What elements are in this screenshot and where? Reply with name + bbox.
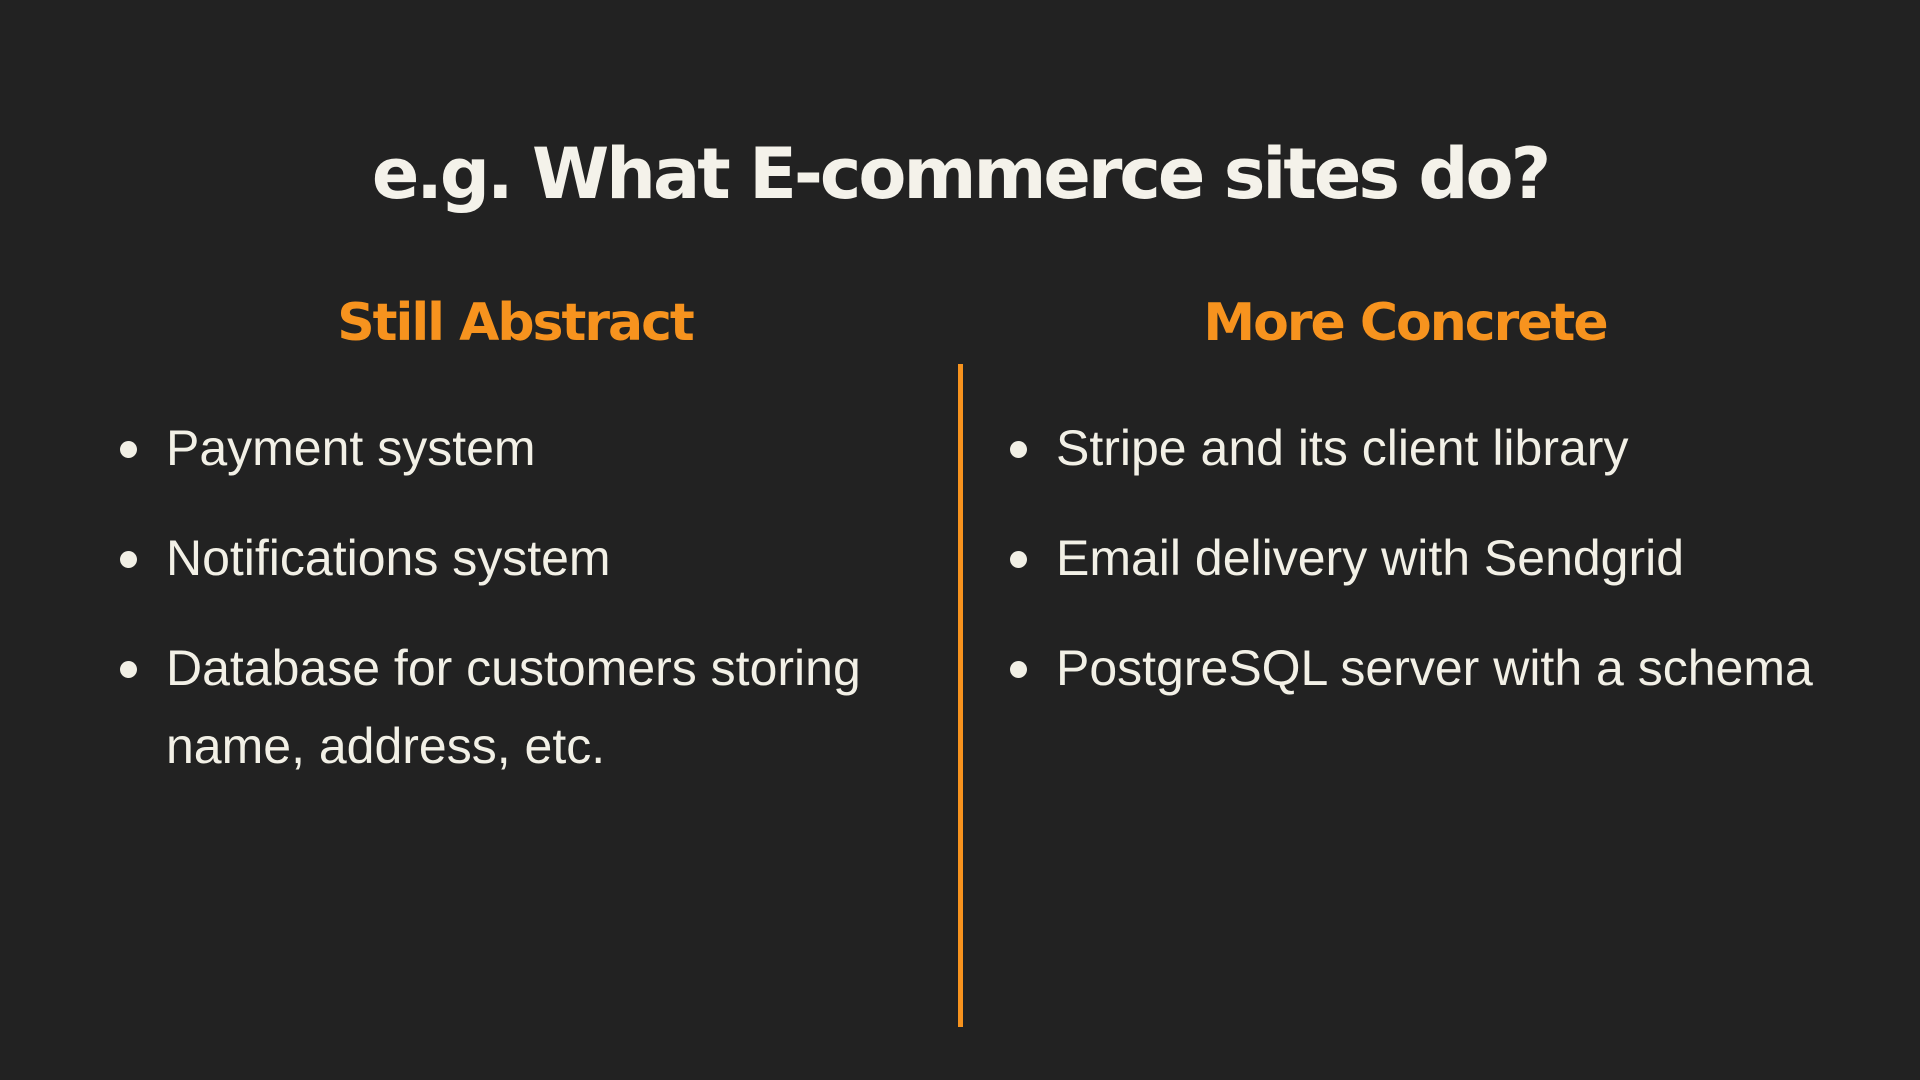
bullet-icon	[120, 661, 137, 678]
bullet-icon	[120, 441, 137, 458]
list-item: PostgreSQL server with a schema	[1008, 629, 1828, 707]
list-item-text: Payment system	[166, 420, 536, 476]
list-item: Email delivery with Sendgrid	[1008, 519, 1828, 597]
list-item: Notifications system	[118, 519, 918, 597]
bullet-icon	[1010, 551, 1027, 568]
column-divider	[958, 364, 963, 1027]
bullet-icon	[1010, 661, 1027, 678]
left-bullet-list: Payment system Notifications system Data…	[118, 409, 918, 817]
list-item-text: Stripe and its client library	[1056, 420, 1629, 476]
right-bullet-list: Stripe and its client library Email deli…	[1008, 409, 1828, 739]
list-item-text: Notifications system	[166, 530, 611, 586]
list-item: Database for customers storing name, add…	[118, 629, 918, 785]
bullet-icon	[120, 551, 137, 568]
left-column-heading: Still Abstract	[337, 293, 695, 353]
list-item: Payment system	[118, 409, 918, 487]
bullet-icon	[1010, 441, 1027, 458]
slide-title: e.g. What E-commerce sites do?	[371, 133, 1551, 215]
list-item-text: Database for customers storing name, add…	[166, 640, 861, 774]
list-item-text: PostgreSQL server with a schema	[1056, 640, 1813, 696]
list-item-text: Email delivery with Sendgrid	[1056, 530, 1685, 586]
list-item: Stripe and its client library	[1008, 409, 1828, 487]
right-column-heading: More Concrete	[1203, 293, 1608, 353]
